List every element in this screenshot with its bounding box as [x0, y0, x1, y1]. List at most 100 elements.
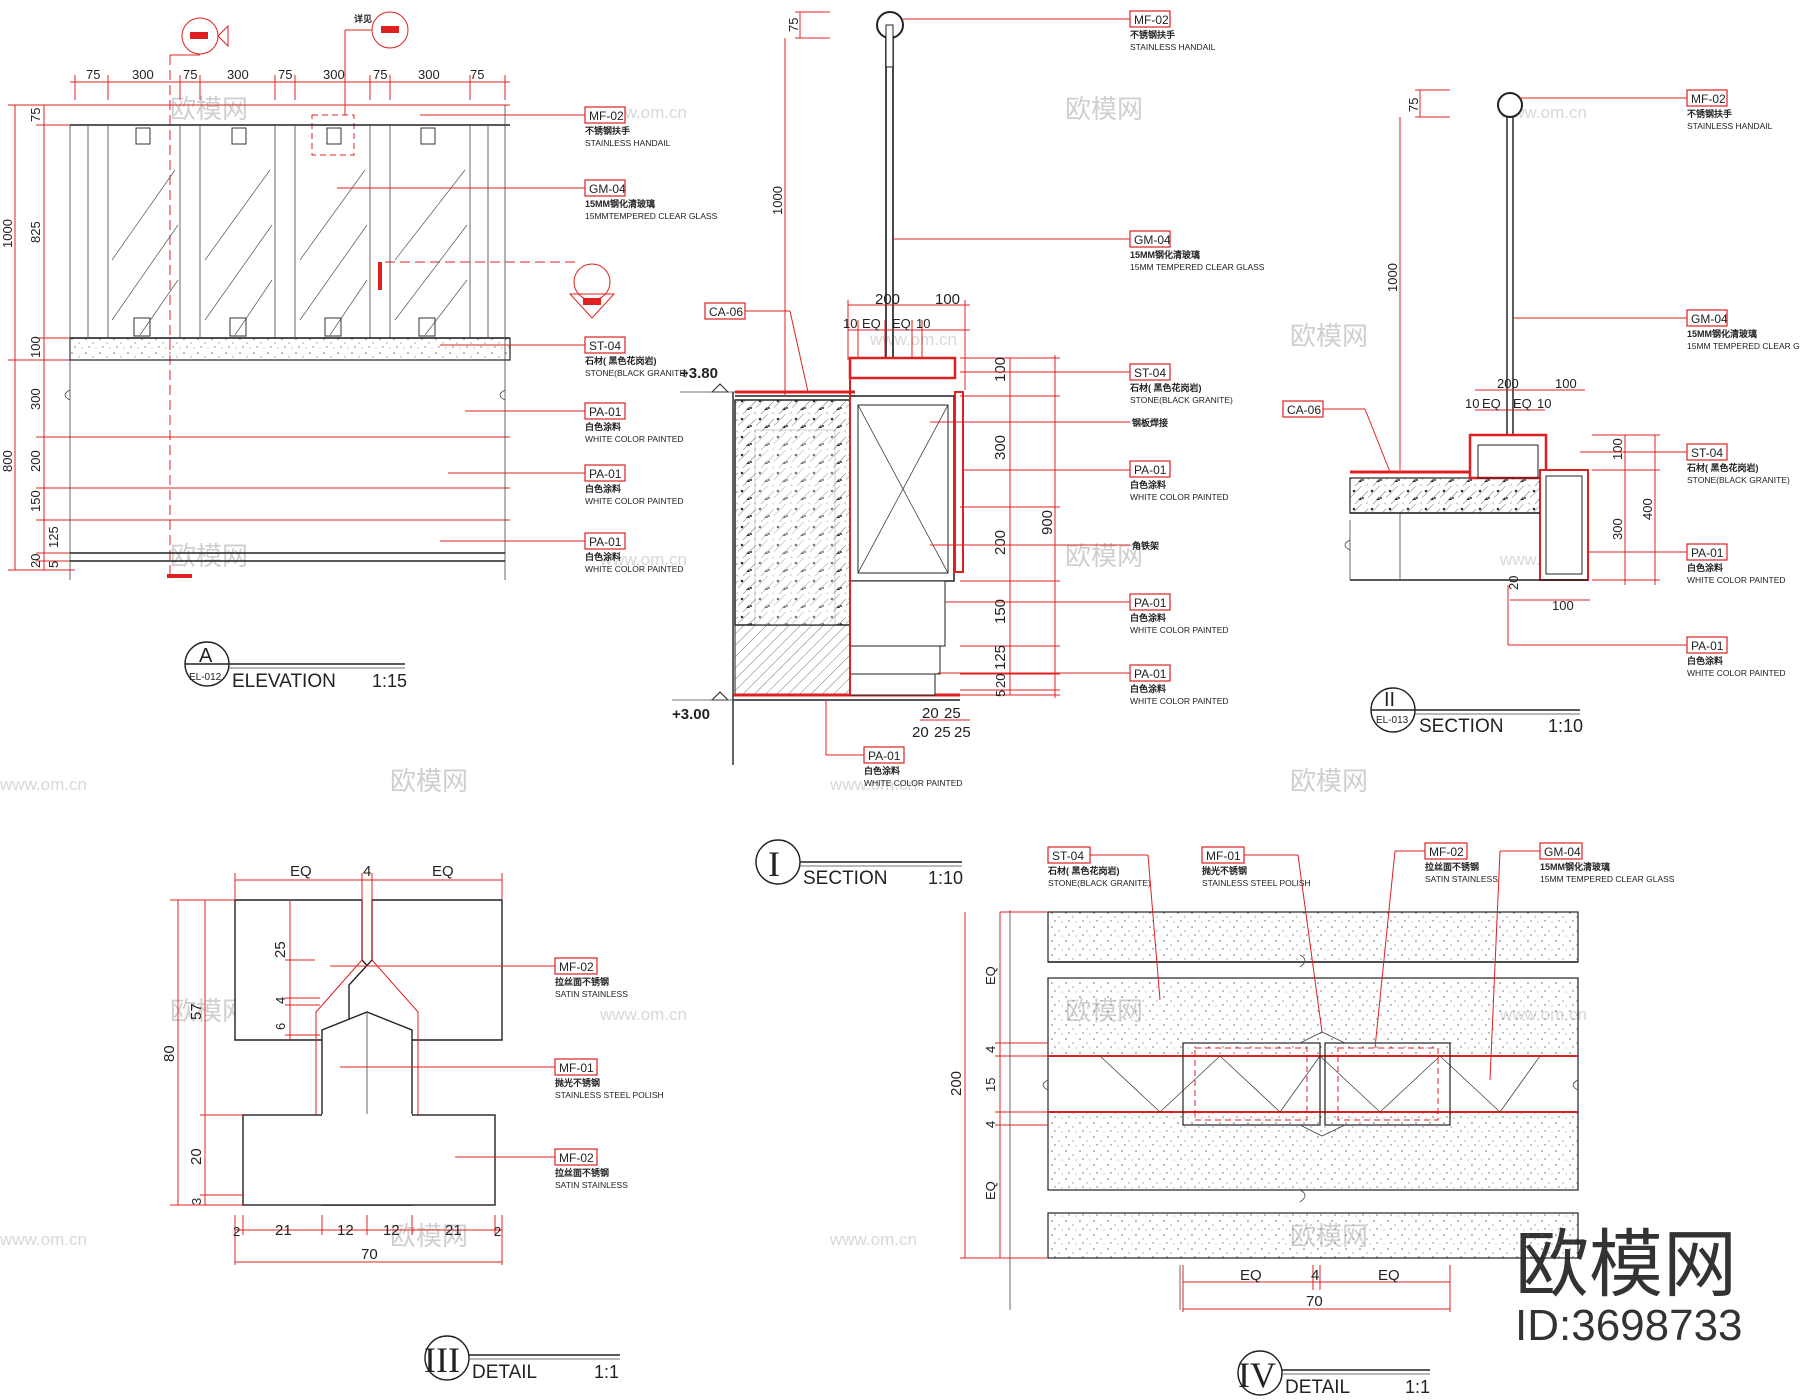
elevation-top-dimension-chain: 75 300 75 300 75 300 75 300 75: [70, 67, 510, 100]
tag-code: ST-04: [1134, 366, 1166, 380]
dim-text: 75: [786, 18, 801, 32]
tag-en: 15MM TEMPERED CLEAR GLASS: [1687, 341, 1800, 351]
detail-marker-top: 详见: [344, 11, 409, 115]
dim-text: 6: [273, 1023, 288, 1030]
dim-text: EQ: [892, 316, 911, 331]
dim-text: 400: [1640, 498, 1655, 520]
detail-3-title-block: III DETAIL 1:1: [424, 1335, 620, 1383]
tag-cn: 拉丝面不锈钢: [555, 1167, 609, 1178]
dim-text: 75: [28, 108, 43, 122]
tag-code: MF-02: [1134, 13, 1169, 27]
watermark-url: www.om.cn: [0, 775, 87, 794]
panel-numeral: II: [1384, 689, 1395, 711]
dim-text: 21: [275, 1222, 292, 1239]
level-mark: +3.80: [680, 365, 718, 382]
level-mark: +3.00: [672, 706, 710, 723]
tag-code: PA-01: [1134, 596, 1167, 610]
panel-scale: 1:15: [372, 671, 407, 691]
section-1-base-block: [848, 356, 964, 696]
section-1-dims-top: 200 100 10 EQ EQ 10: [843, 291, 970, 390]
dim-text: 70: [361, 1246, 378, 1263]
tag-code: GM-04: [1544, 845, 1581, 859]
tag-en: SATIN STAINLESS: [555, 989, 628, 999]
tag-en: WHITE COLOR PAINTED: [864, 778, 963, 788]
dim-text: 75: [86, 67, 100, 82]
tag-code: ST-04: [1691, 446, 1723, 460]
tag-cn: 白色涂料: [585, 551, 621, 562]
tag-en: WHITE COLOR PAINTED: [1687, 668, 1786, 678]
section-marker-top-left: [167, 17, 229, 580]
dim-text: 1000: [0, 219, 15, 248]
section-2-callouts: MF-02 不锈钢扶手 STAINLESS HANDAIL GM-04 15MM…: [1282, 89, 1800, 678]
watermark-url: www.om.cn: [0, 1230, 87, 1249]
tag-en: STONE(BLACK GRANITE): [1048, 878, 1151, 888]
tag-en: STAINLESS HANDAIL: [1687, 121, 1773, 131]
watermark-brand: 欧模网: [1065, 94, 1143, 124]
dim-text: EQ: [290, 863, 312, 880]
panel-letter: A: [199, 645, 213, 667]
dim-text: 800: [0, 450, 15, 472]
dim-text: 70: [1306, 1293, 1323, 1310]
tag-en: STAINLESS HANDAIL: [1130, 42, 1216, 52]
dim-text: 75: [278, 67, 292, 82]
dim-text: 150: [992, 599, 1009, 624]
dim-text: 100: [1552, 598, 1574, 613]
tag-en: STONE(BLACK GRANITE): [1687, 475, 1790, 485]
tag-en: WHITE COLOR PAINTED: [585, 434, 684, 444]
tag-cn: 石材( 黑色花岗岩): [1047, 865, 1120, 876]
watermark-url: www.om.cn: [599, 1005, 687, 1024]
dim-text: 200: [875, 291, 900, 308]
tag-code: MF-02: [559, 960, 594, 974]
detail-3-panel: EQ 4 EQ 25 4 6 57 80 20 3: [161, 863, 664, 1383]
dim-text: 150: [28, 490, 43, 512]
tag-en: 15MM TEMPERED CLEAR GLASS: [1540, 874, 1675, 884]
dim-text: 10: [1465, 396, 1479, 411]
section-2-title-block: II EL-013 SECTION 1:10: [1370, 687, 1583, 737]
dim-text: 4: [983, 1121, 998, 1128]
dim-text: 10: [843, 316, 857, 331]
dim-text: 80: [161, 1045, 178, 1062]
dim-text: 57: [188, 1003, 205, 1020]
detail-4-dims: EQ 4 15 4 EQ 200 EQ 4 EQ 70: [948, 911, 1451, 1312]
panel-scale: 1:1: [594, 1362, 619, 1382]
section-2-handrail: [1497, 92, 1523, 440]
dim-text: 300: [323, 67, 345, 82]
dim-text: 4: [983, 1046, 998, 1053]
dim-text: EQ: [1513, 396, 1532, 411]
tag-code: PA-01: [589, 535, 622, 549]
elevation-title-block: A EL-012 ELEVATION 1:15: [184, 641, 407, 692]
dim-text: 25: [934, 724, 951, 741]
section-1-title-block: I SECTION 1:10: [755, 839, 963, 889]
panel-title: DETAIL: [1285, 1377, 1350, 1398]
elevation-callouts: MF-02 不锈钢扶手 STAINLESS HANDAIL GM-04 15MM…: [337, 106, 718, 574]
tag-cn: 抛光不锈钢: [555, 1077, 600, 1088]
section-1-dims-right: 100 300 200 150 125 20 5 900: [960, 355, 1060, 698]
section-1-levels: +3.80 +3.00: [672, 365, 735, 723]
dim-text: EQ: [1482, 396, 1501, 411]
dim-text: 25: [944, 705, 961, 722]
dim-text: 100: [992, 357, 1009, 382]
tag-cn: 15MM钢化清玻璃: [1130, 249, 1200, 260]
tag-code: MF-02: [589, 109, 624, 123]
dim-text: 10: [916, 316, 930, 331]
section-1-dims-left: 75 1000: [770, 11, 830, 395]
tag-code: ST-04: [1052, 849, 1084, 863]
tag-cn: 不锈钢扶手: [1130, 29, 1175, 40]
watermark-url: www.om.cn: [829, 1230, 917, 1249]
detail-callout-box: [311, 114, 355, 156]
dim-text: EQ: [983, 966, 998, 985]
tag-code: PA-01: [589, 467, 622, 481]
dim-text: 4: [1311, 1267, 1319, 1284]
tag-en: STONE(BLACK GRANITE): [585, 368, 688, 378]
tag-cn: 白色涂料: [864, 765, 900, 776]
detail-3-dims: EQ 4 EQ 25 4 6 57 80 20 3: [161, 863, 503, 1265]
dim-text: 12: [337, 1222, 354, 1239]
dim-text: 20: [993, 674, 1008, 688]
watermark-brand: 欧模网: [1065, 541, 1143, 571]
panel-numeral: III: [424, 1340, 460, 1380]
dim-text: 825: [28, 221, 43, 243]
dim-text: 100: [28, 336, 43, 358]
tag-en: WHITE COLOR PAINTED: [585, 564, 684, 574]
watermark-url: www.om.cn: [599, 550, 687, 569]
detail-4-body: [1009, 910, 1579, 1310]
